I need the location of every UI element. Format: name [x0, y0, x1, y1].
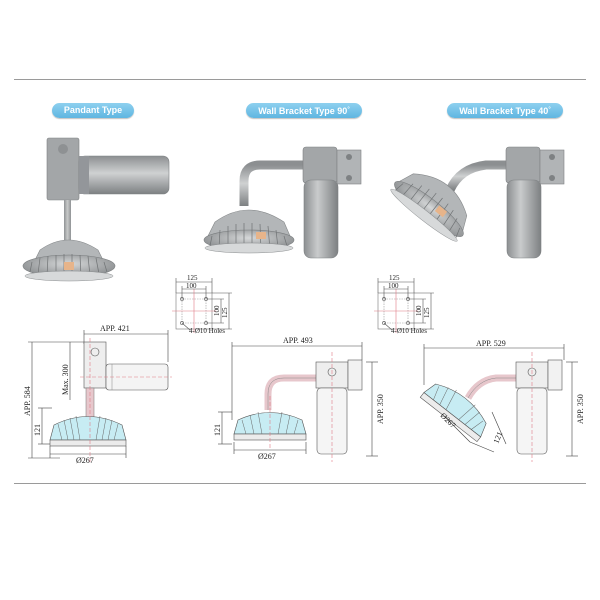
pendant-drawing — [28, 330, 172, 462]
wall90-height-dim: APP. 350 — [376, 394, 385, 424]
plate90-h-inner: 100 — [213, 305, 221, 316]
plate90-w-outer: 125 — [187, 274, 198, 282]
pendant-width-dim: APP. 421 — [100, 324, 130, 333]
plate40-w-inner: 100 — [388, 282, 399, 290]
top-divider — [14, 79, 586, 80]
mount-plate-90 — [172, 278, 232, 333]
pendant-type-label: Pandant Type — [52, 103, 134, 118]
plate90-h-outer: 125 — [221, 307, 229, 318]
wall40-lamp-h-dim: 121 — [492, 430, 505, 444]
plate40-holes: 4-Ø10 Holes — [391, 327, 427, 335]
plate40-w-outer: 125 — [389, 274, 400, 282]
wall90-dia-dim: Ø267 — [258, 452, 276, 461]
wall40-photo — [390, 146, 565, 259]
pendant-height-dim: APP. 584 — [23, 386, 32, 416]
plate40-h-inner: 100 — [415, 305, 423, 316]
plate90-w-inner: 100 — [186, 282, 197, 290]
wall90-width-dim: APP. 493 — [283, 336, 313, 345]
wall-bracket-40-label: Wall Bracket Type 40° — [447, 103, 563, 118]
wall40-height-dim: APP. 350 — [576, 394, 585, 424]
wall40-drawing — [419, 344, 578, 462]
wall90-lamp-h-dim: 121 — [213, 424, 222, 436]
wall90-photo — [203, 146, 362, 259]
bottom-divider — [14, 483, 586, 484]
pendant-dia-dim: Ø267 — [76, 456, 94, 465]
pendant-max-dim: Max. 300 — [61, 364, 70, 395]
mount-plate-40 — [374, 278, 434, 333]
pendant-lamp-h-dim: 121 — [33, 424, 42, 436]
wall-bracket-90-label: Wall Bracket Type 90° — [246, 103, 362, 118]
wall40-width-dim: APP. 529 — [476, 339, 506, 348]
pendant-photo — [22, 137, 170, 282]
plate40-h-outer: 125 — [423, 307, 431, 318]
plate90-holes: 4-Ø10 Holes — [189, 327, 225, 335]
wall90-drawing — [218, 342, 378, 462]
